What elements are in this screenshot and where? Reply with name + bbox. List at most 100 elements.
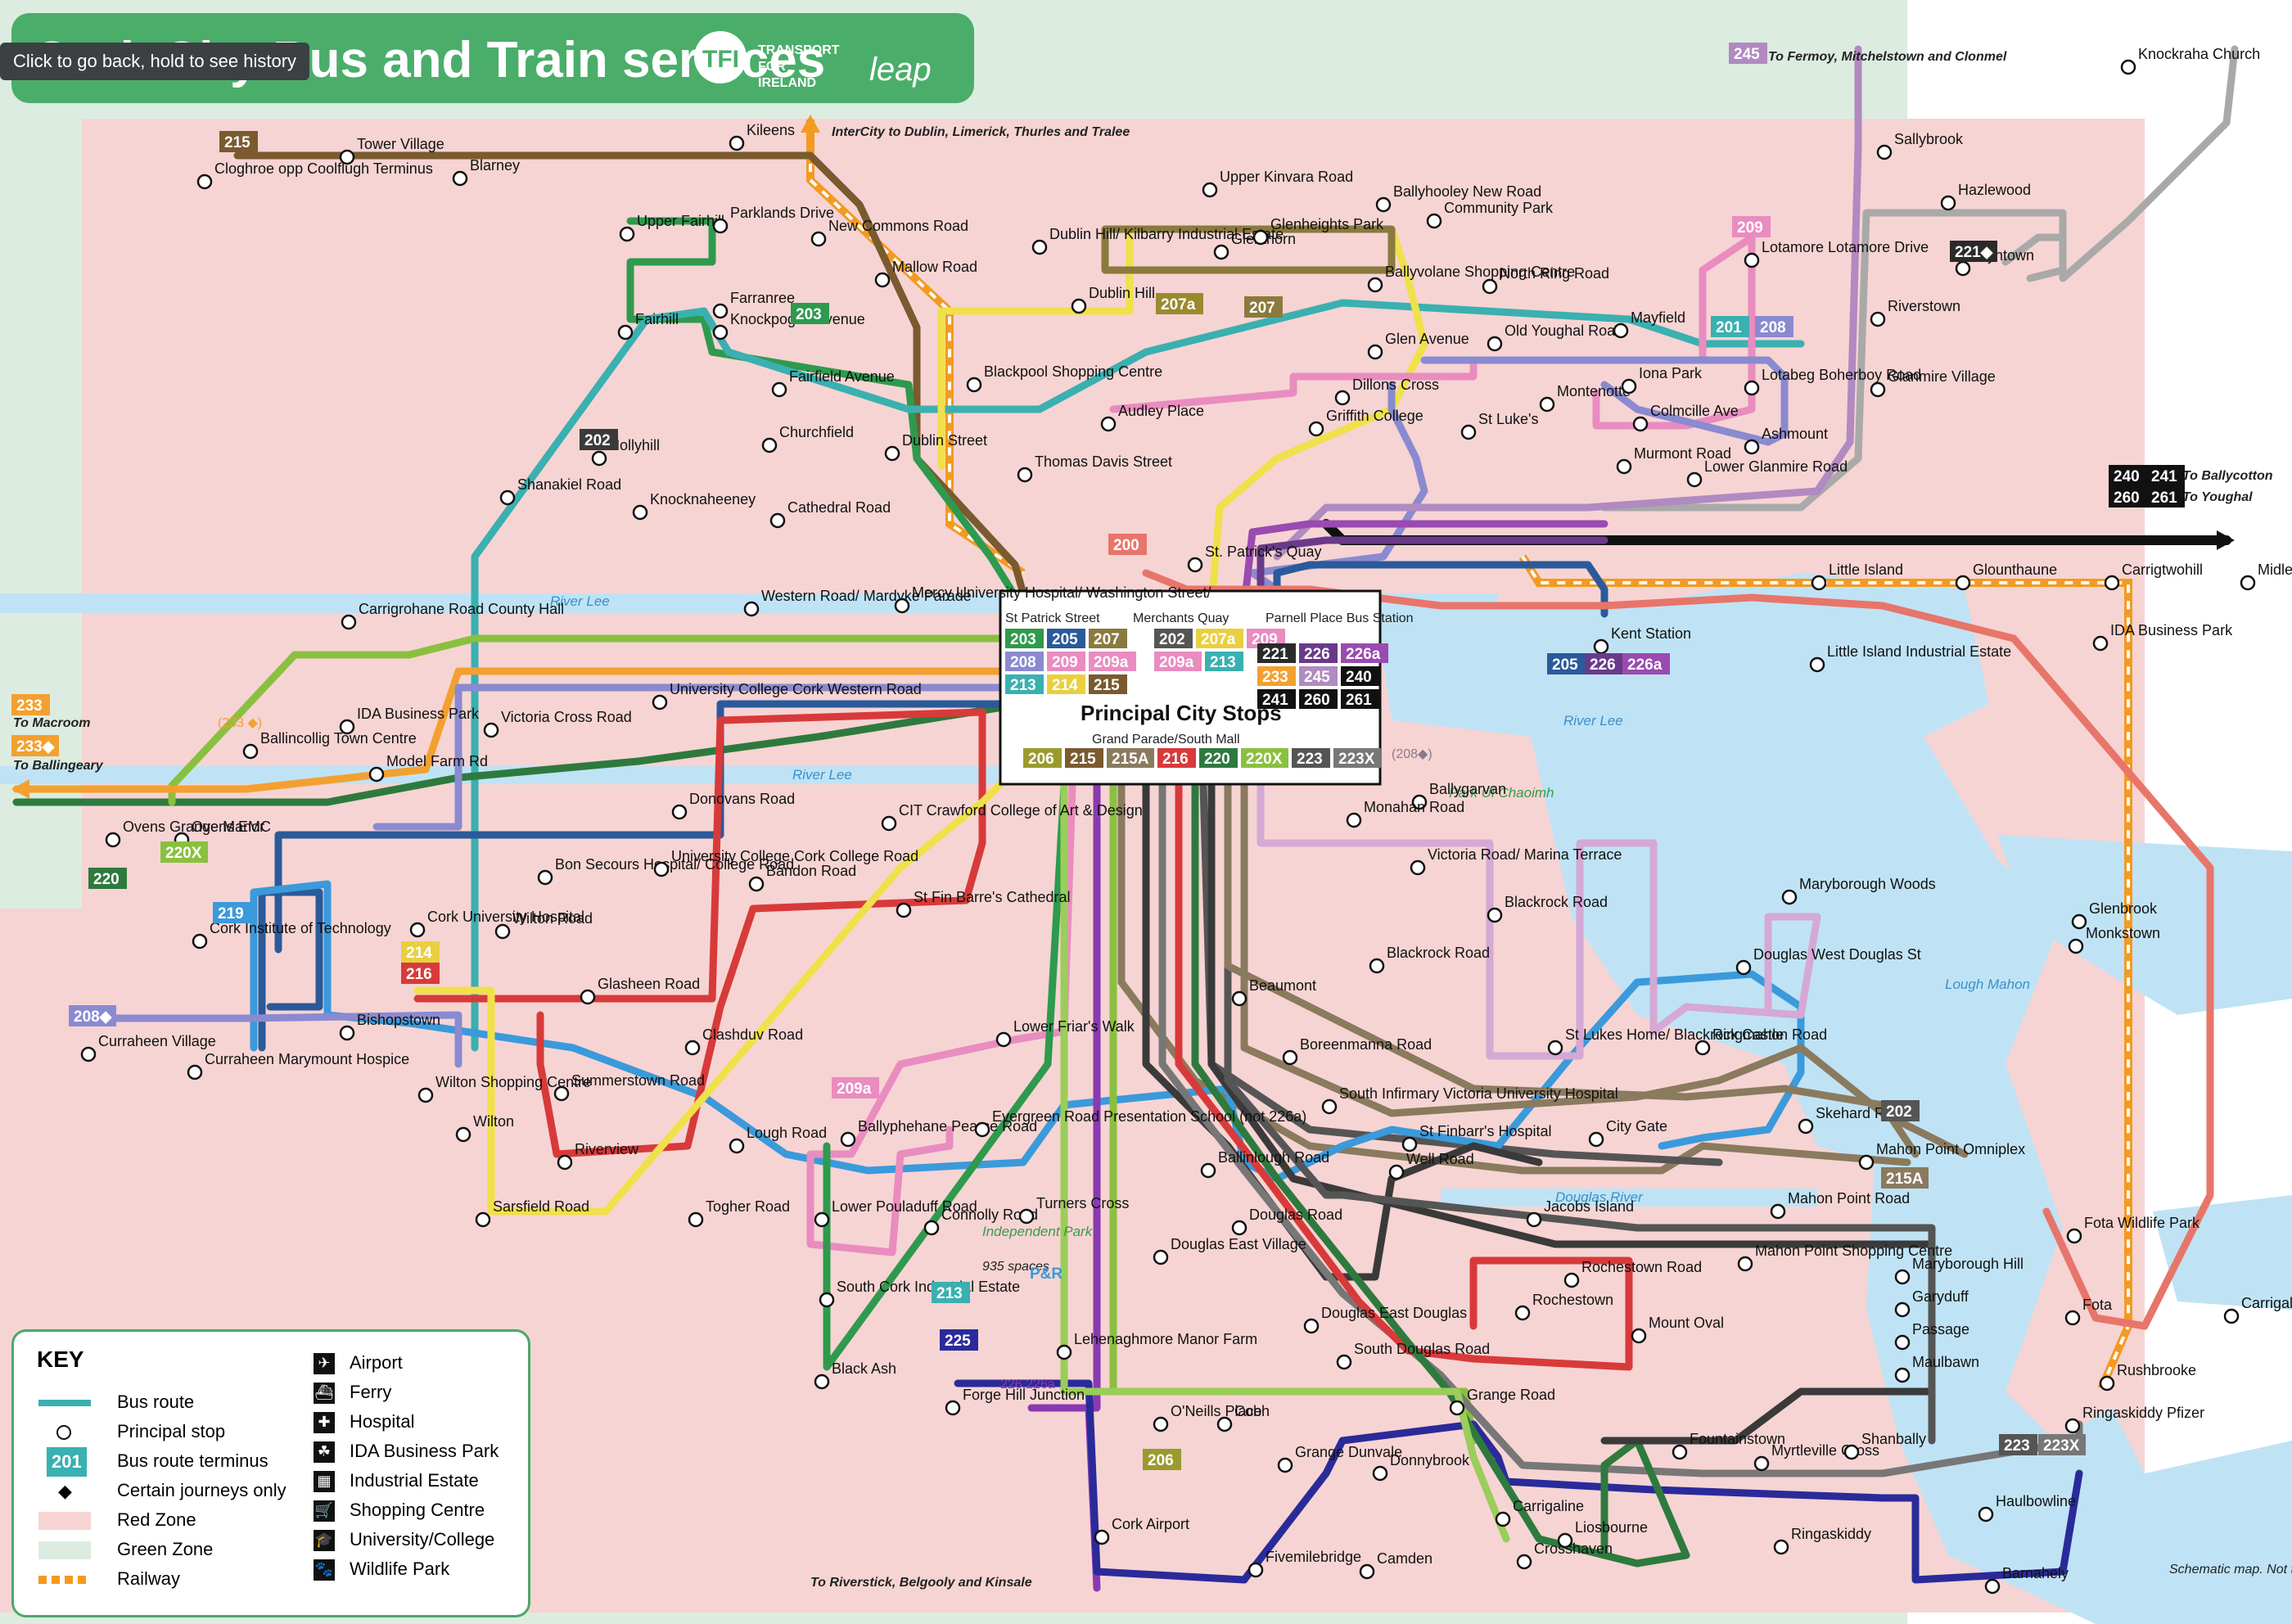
stop-marker[interactable] (1401, 1136, 1418, 1153)
route-badge[interactable]: 213 (932, 1282, 970, 1303)
stop-marker[interactable] (1231, 990, 1248, 1007)
stop-marker[interactable] (1359, 1563, 1375, 1580)
stop-marker[interactable] (2068, 938, 2084, 954)
stop-marker[interactable] (896, 902, 912, 918)
stop-marker[interactable] (1411, 794, 1428, 810)
stop-grange-road[interactable]: Grange Road (1449, 1387, 1555, 1416)
stop-marker[interactable] (196, 174, 213, 190)
stop-donnybrook[interactable]: Donnybrook (1372, 1452, 1470, 1482)
box-route-chip[interactable]: 209a (1089, 652, 1136, 671)
stop-marker[interactable] (591, 450, 607, 467)
stop-victoria-cross-road[interactable]: Victoria Cross Road (483, 709, 632, 738)
stop-marker[interactable] (242, 743, 259, 760)
stop-marker[interactable] (1426, 213, 1442, 229)
stop-evergreen-road-presentation-school-not-226a[interactable]: Evergreen Road Presentation School (not … (974, 1108, 1306, 1138)
stop-lower-friar-s-walk[interactable]: Lower Friar's Walk (995, 1018, 1135, 1048)
stop-marker[interactable] (1894, 1334, 1911, 1351)
stop-rochestown[interactable]: Rochestown (1514, 1292, 1613, 1321)
route-badge[interactable]: 216 (401, 963, 440, 984)
stop-montenotte[interactable]: Montenotte (1539, 383, 1631, 413)
stop-ballyphehane-pearse-road[interactable]: Ballyphehane Pearse Road (840, 1118, 1037, 1148)
route-badge[interactable]: 233◆ (11, 735, 59, 756)
stop-marker[interactable] (2099, 1375, 2115, 1392)
stop-marker[interactable] (1248, 1562, 1264, 1578)
stop-ringaskiddy-pfizer[interactable]: Ringaskiddy Pfizer (2064, 1405, 2204, 1434)
stop-marker[interactable] (814, 1211, 830, 1228)
box-sub-route-chip[interactable]: 223 (1292, 748, 1330, 768)
stop-hazlewood[interactable]: Hazlewood (1940, 182, 2031, 211)
stop-marker[interactable] (368, 766, 385, 783)
stop-marker[interactable] (1616, 458, 1632, 475)
stop-douglas-road[interactable]: Douglas Road (1231, 1207, 1342, 1236)
route-badge[interactable]: 226a (1622, 653, 1670, 674)
stop-marker[interactable] (1809, 656, 1825, 673)
stop-marker[interactable] (1632, 416, 1649, 432)
stop-sallybrook[interactable]: Sallybrook (1876, 131, 1964, 160)
route-badge[interactable]: 208 (1755, 316, 1793, 337)
stop-upper-kinvara-road[interactable]: Upper Kinvara Road (1202, 169, 1353, 198)
stop-bishopstown[interactable]: Bishopstown (339, 1012, 440, 1041)
route-badge[interactable]: 202 (580, 429, 618, 450)
stop-marker[interactable] (1277, 1457, 1293, 1473)
stop-lehenaghmore-manor-farm[interactable]: Lehenaghmore Manor Farm (1056, 1331, 1257, 1360)
box-route-chip[interactable]: 260 (1299, 689, 1338, 709)
stop-cork-university-hospital[interactable]: Cork University Hospital (409, 909, 584, 938)
stop-douglas-east-douglas[interactable]: Douglas East Douglas (1303, 1305, 1467, 1334)
stop-marker[interactable] (1798, 1118, 1814, 1135)
stop-marker[interactable] (1514, 1305, 1531, 1321)
stop-university-college-cork-western-road[interactable]: University College Cork Western Road (652, 681, 922, 710)
stop-marker[interactable] (192, 933, 208, 950)
stop-marker[interactable] (1955, 575, 1971, 591)
stop-glounthaune[interactable]: Glounthaune (1955, 562, 2057, 591)
stop-marker[interactable] (341, 614, 357, 630)
stop-maryborough-woods[interactable]: Maryborough Woods (1781, 876, 1936, 905)
stop-cathedral-road[interactable]: Cathedral Road (769, 499, 891, 529)
stop-marker[interactable] (2064, 1418, 2081, 1434)
stop-ballyhooley-new-road[interactable]: Ballyhooley New Road (1375, 183, 1541, 213)
route-badge[interactable]: 245 (1729, 43, 1767, 64)
stop-marker[interactable] (455, 1126, 471, 1143)
stop-marker[interactable] (580, 989, 596, 1005)
stop-marker[interactable] (1187, 557, 1203, 573)
stop-blackrock-road[interactable]: Blackrock Road (1487, 894, 1608, 923)
stop-marker[interactable] (1843, 1444, 1860, 1460)
stop-little-island[interactable]: Little Island (1811, 562, 1903, 591)
stop-bandon-road[interactable]: Bandon Road (748, 863, 856, 892)
stop-north-ring-road[interactable]: North Ring Road (1482, 265, 1609, 295)
stop-carrigtwohill[interactable]: Carrigtwohill (2104, 562, 2203, 591)
stop-marker[interactable] (1449, 1400, 1465, 1416)
stop-cit-crawford-college-of-art-design[interactable]: CIT Crawford College of Art & Design (881, 802, 1143, 832)
stop-cork-airport[interactable]: Cork Airport (1094, 1516, 1189, 1545)
route-badge[interactable]: 220X (160, 841, 208, 863)
stop-marker[interactable] (1753, 1455, 1770, 1472)
route-badge[interactable]: 208◆ (69, 1005, 116, 1026)
stop-marker[interactable] (1694, 1040, 1711, 1056)
stop-st-fin-barre-s-cathedral[interactable]: St Fin Barre's Cathedral (896, 889, 1071, 918)
stop-marker[interactable] (995, 1031, 1012, 1048)
stop-marker[interactable] (1321, 1098, 1338, 1115)
route-badge[interactable]: 261 (2146, 486, 2185, 508)
box-route-chip[interactable]: 221 (1257, 643, 1296, 663)
stop-glen-avenue[interactable]: Glen Avenue (1367, 331, 1469, 360)
stop-hollyhill[interactable]: Hollyhill (591, 437, 660, 467)
stop-camden[interactable]: Camden (1359, 1550, 1432, 1580)
stop-togher-road[interactable]: Togher Road (688, 1198, 790, 1228)
route-badge[interactable]: 209a (832, 1077, 879, 1098)
stop-marker[interactable] (684, 1040, 701, 1056)
box-route-chip[interactable]: 208 (1005, 652, 1044, 671)
stop-marker[interactable] (1495, 1511, 1511, 1527)
stop-carrigaline[interactable]: Carrigaline (1495, 1498, 1584, 1527)
stop-marker[interactable] (1516, 1554, 1532, 1570)
route-badge[interactable]: 209 (1732, 216, 1771, 237)
stop-monahan-road[interactable]: Monahan Road (1346, 799, 1464, 828)
route-badge[interactable]: 202 (1881, 1100, 1920, 1121)
stop-bon-secours-hospital-college-road[interactable]: Bon Secours Hospital/ College Road (537, 856, 794, 886)
stop-marker[interactable] (475, 1211, 491, 1228)
box-route-chip[interactable]: 207a (1196, 629, 1243, 648)
stop-marker[interactable] (339, 1025, 355, 1041)
stop-little-island-industrial-estate[interactable]: Little Island Industrial Estate (1809, 643, 2011, 673)
box-sub-route-chip[interactable]: 215A (1107, 748, 1154, 768)
stop-marker[interactable] (966, 377, 982, 393)
stop-maulbawn[interactable]: Maulbawn (1894, 1354, 1979, 1383)
stop-douglas-east-village[interactable]: Douglas East Village (1153, 1236, 1306, 1265)
